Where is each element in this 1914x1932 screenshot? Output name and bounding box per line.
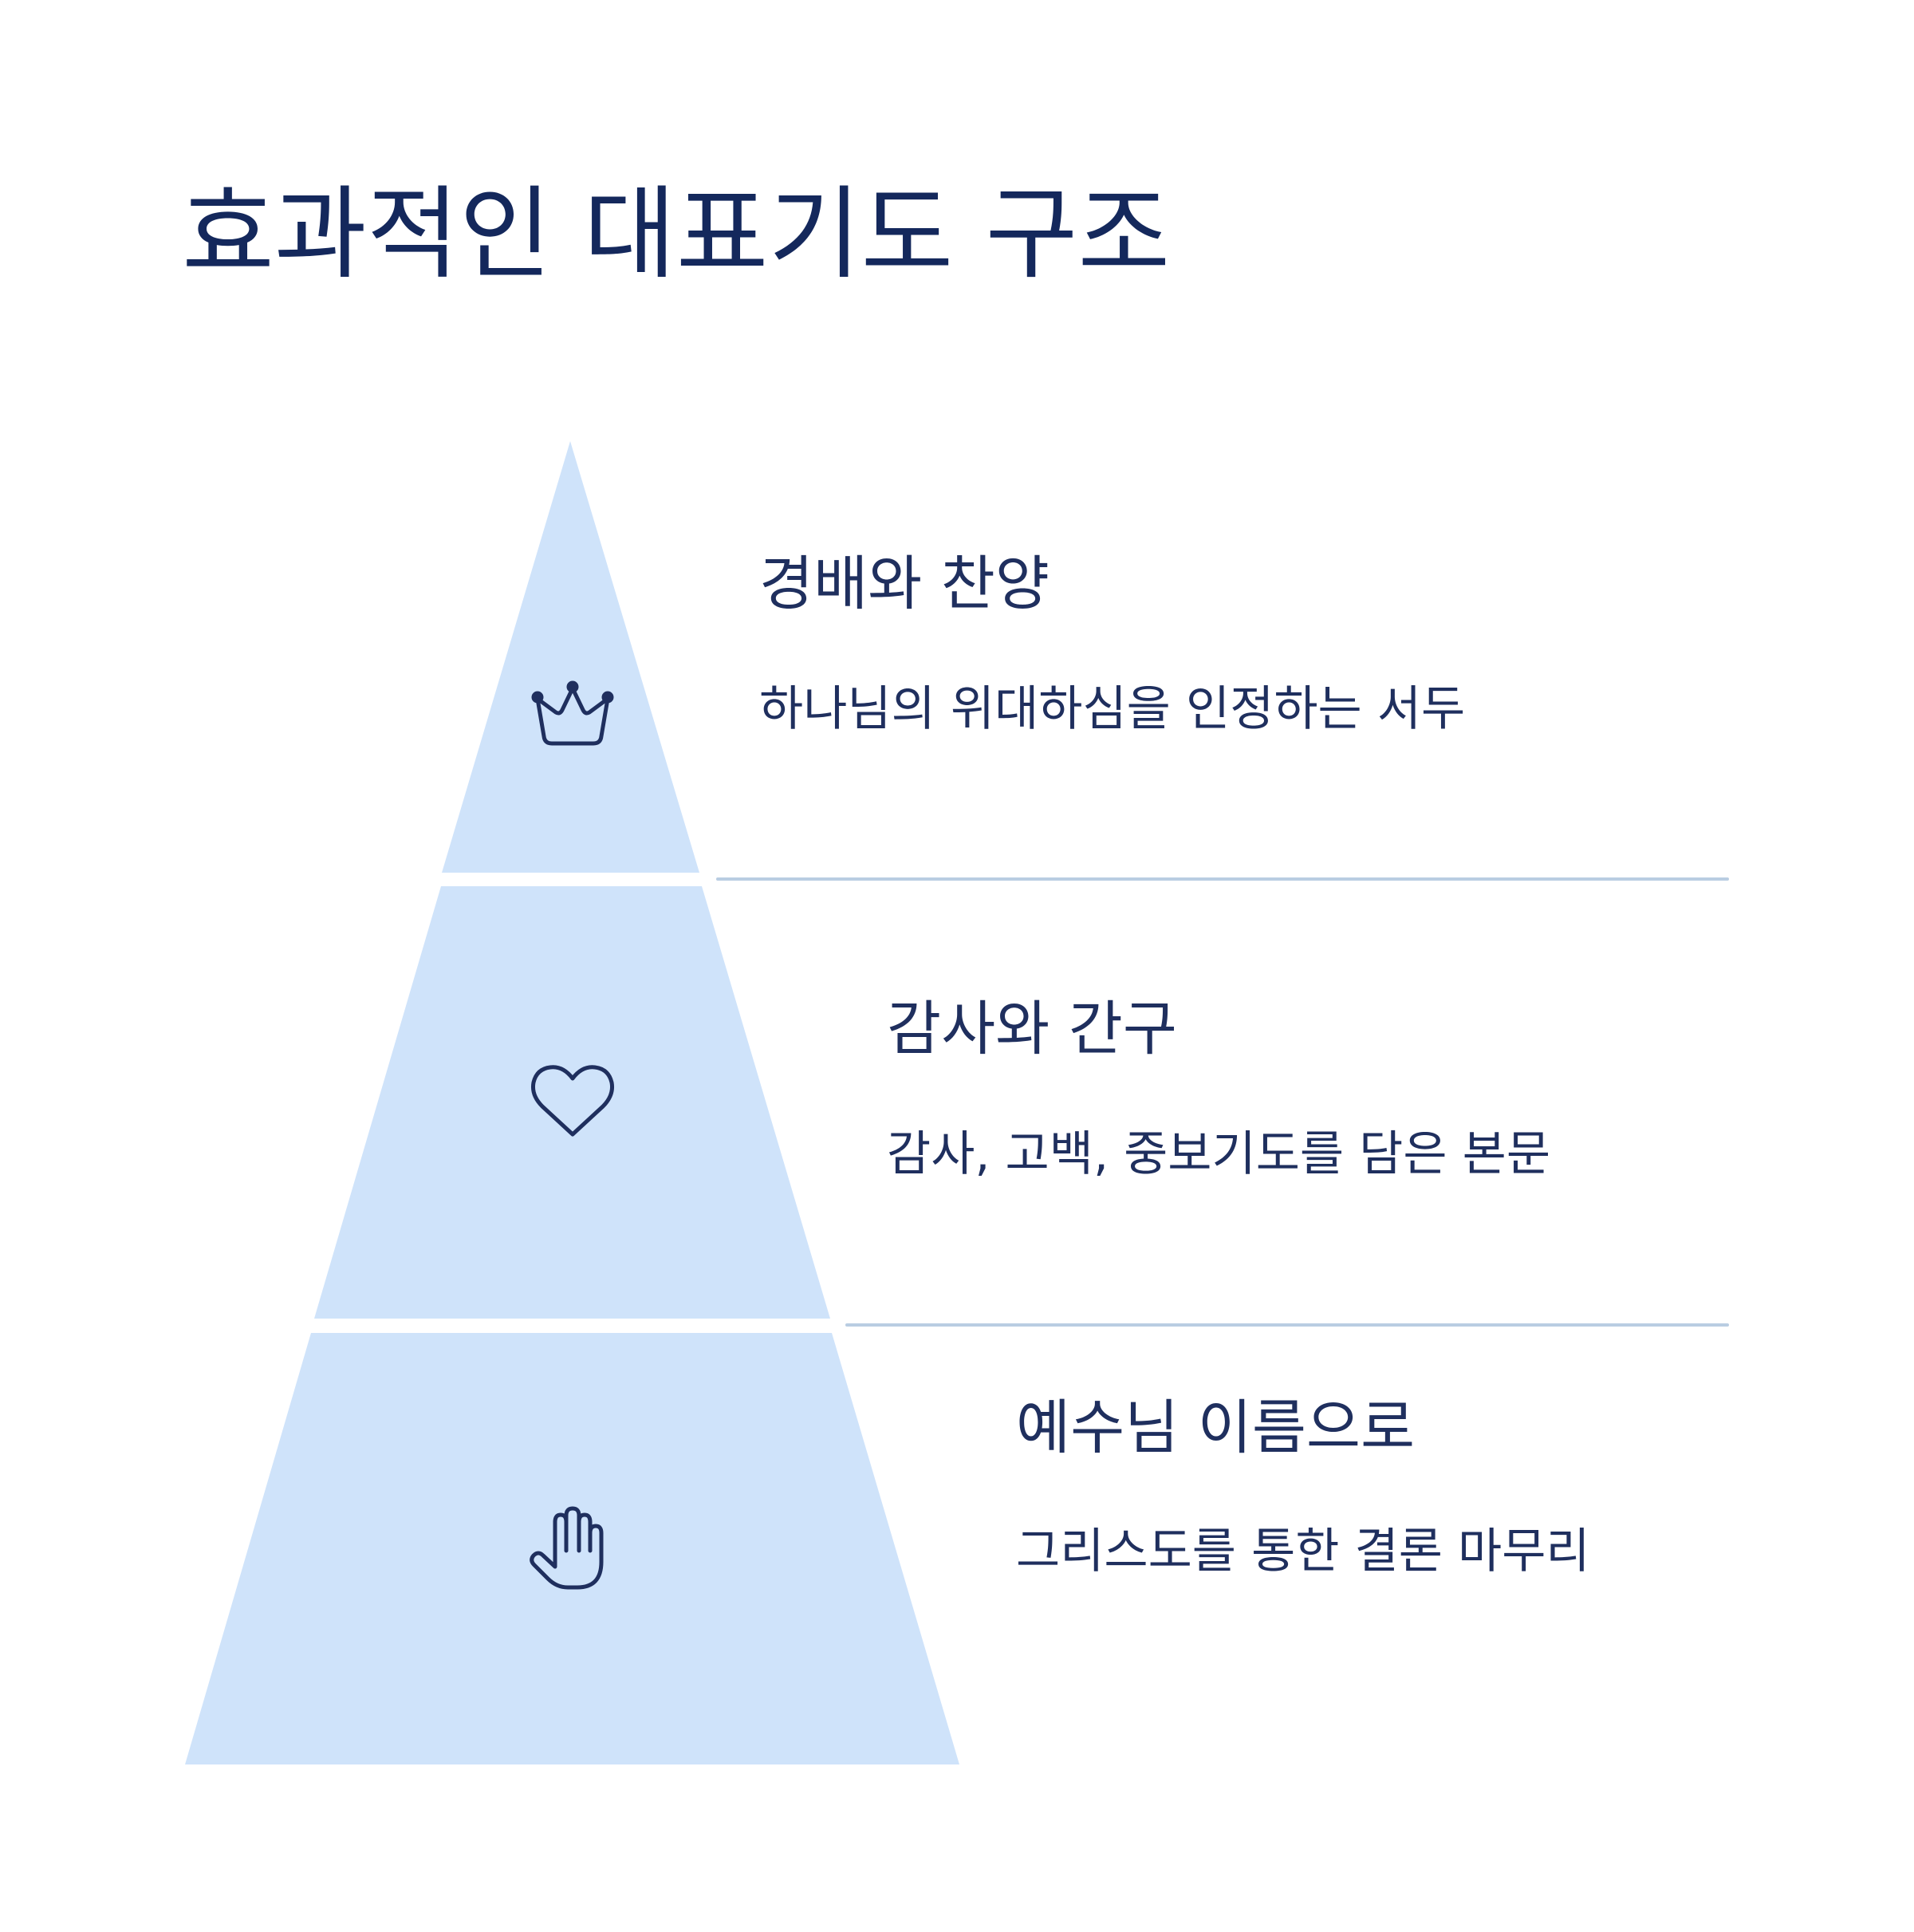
page-title: 효과적인 대표기도 구조 — [182, 175, 1171, 293]
tier-thanks: 감사와 간구 감사, 고백, 중보기도를 담은 본문 — [887, 994, 1764, 1197]
tier-worship: 경배와 찬양 하나님의 위대하심을 인정하는 서두 — [759, 549, 1716, 751]
heart-icon — [531, 1065, 614, 1137]
tier-description: 하나님의 위대하심을 인정하는 서두 — [759, 680, 1466, 737]
tier-heading: 경배와 찬양 — [759, 550, 1050, 618]
crown-icon — [531, 680, 614, 746]
tier-heading: 예수님 이름으로 — [1016, 1394, 1416, 1462]
pyramid-tier-bottom — [185, 1333, 959, 1764]
pyramid-tier-middle — [314, 886, 830, 1319]
tier-description: 감사, 고백, 중보기도를 담은 본문 — [887, 1126, 1551, 1182]
tier-heading: 감사와 간구 — [887, 995, 1177, 1063]
pyramid-tier-top — [442, 441, 699, 873]
tier-closing: 예수님 이름으로 그리스도를 통한 결론 마무리 — [1016, 1393, 1654, 1594]
hand-icon — [530, 1506, 604, 1590]
tier-description: 그리스도를 통한 결론 마무리 — [1016, 1523, 1590, 1579]
